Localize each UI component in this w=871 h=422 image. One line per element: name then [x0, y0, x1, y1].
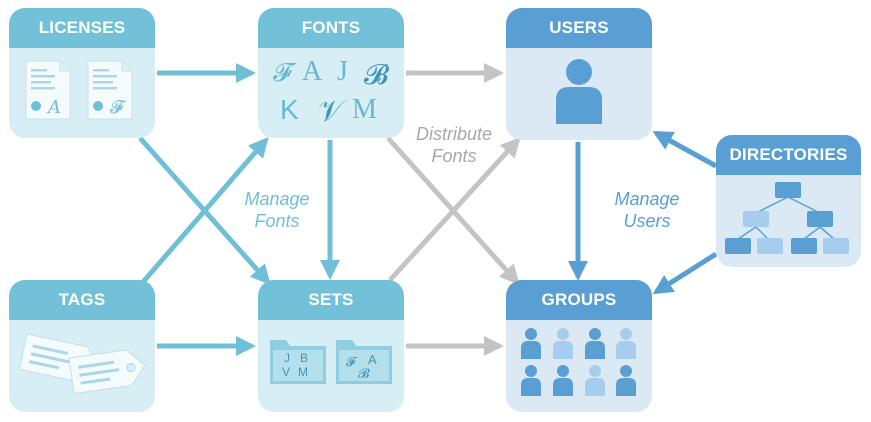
directory-tree-icon — [725, 182, 849, 254]
person-icon — [553, 365, 573, 396]
glyph: K — [280, 94, 299, 125]
license-document-icon: A 𝓕 — [25, 60, 133, 120]
groups-box: GROUPS — [506, 280, 652, 412]
glyph: M — [352, 94, 377, 125]
tag-icon — [18, 333, 146, 395]
glyph: 𝓕 — [273, 58, 293, 88]
arrow-tags-to-fonts — [141, 136, 269, 284]
fonts-title: FONTS — [258, 8, 404, 48]
label-manage-fonts: Manage Fonts — [244, 189, 310, 231]
folder-icon: J B V M 𝓕 A 𝓑 — [270, 340, 392, 384]
svg-text:B: B — [300, 351, 308, 365]
groups-title: GROUPS — [506, 280, 652, 320]
directories-title: DIRECTORIES — [716, 135, 861, 175]
licenses-title: LICENSES — [9, 8, 155, 48]
glyph: 𝓑 — [364, 58, 389, 91]
svg-text:A: A — [46, 97, 61, 118]
tags-box: TAGS — [9, 280, 155, 412]
person-icon — [521, 328, 541, 359]
users-title: USERS — [506, 8, 652, 48]
person-icon — [553, 328, 573, 359]
person-icon — [616, 328, 636, 359]
group-people-icon — [521, 328, 636, 396]
svg-text:J: J — [284, 351, 290, 365]
svg-text:A: A — [368, 352, 377, 367]
glyph: 𝒱 — [318, 94, 343, 129]
person-icon — [585, 328, 605, 359]
arrow-directories-to-groups — [652, 251, 718, 295]
arrow-fonts-to-groups — [386, 136, 520, 285]
users-box: USERS — [506, 8, 652, 140]
sets-title: SETS — [258, 280, 404, 320]
person-icon — [585, 365, 605, 396]
svg-text:𝓕: 𝓕 — [110, 97, 127, 118]
person-icon — [616, 365, 636, 396]
tags-title: TAGS — [9, 280, 155, 320]
label-distribute-fonts: Distribute Fonts — [415, 124, 493, 166]
label-manage-users: Manage Users — [614, 189, 680, 231]
svg-text:𝓕: 𝓕 — [346, 354, 358, 369]
person-icon — [521, 365, 541, 396]
sets-box: SETS J B V M — [258, 280, 404, 412]
svg-text:V: V — [282, 365, 290, 379]
fonts-box: FONTS 𝓕 A J 𝓑 K 𝒱 M — [258, 8, 404, 138]
glyph: J — [337, 56, 348, 87]
svg-text:M: M — [298, 365, 308, 379]
font-glyphs: 𝓕 A J 𝓑 K 𝒱 M — [258, 48, 404, 138]
arrow-directories-to-users — [652, 130, 718, 169]
glyph: A — [302, 56, 323, 87]
licenses-box: LICENSES A — [9, 8, 155, 138]
user-icon — [556, 59, 602, 124]
directories-box: DIRECTORIES — [716, 135, 861, 267]
svg-text:𝓑: 𝓑 — [358, 366, 370, 381]
